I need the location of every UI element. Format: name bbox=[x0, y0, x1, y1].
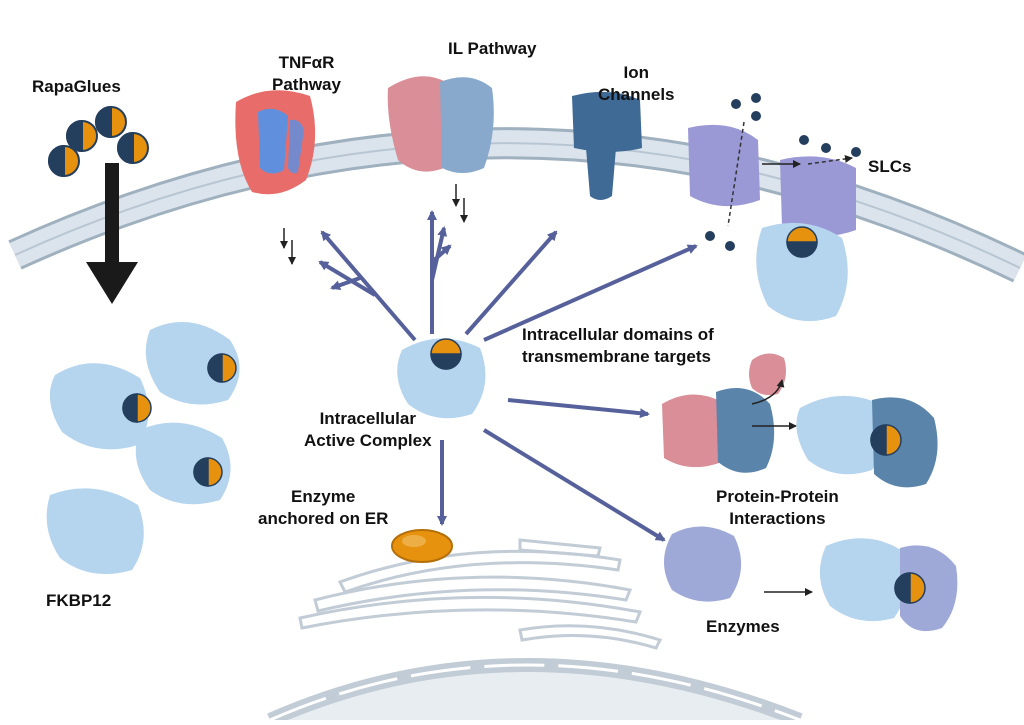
tnfar-receptor bbox=[235, 90, 316, 195]
label-rapaglues: RapaGlues bbox=[32, 77, 121, 96]
rapaglue-molecules bbox=[48, 105, 149, 178]
fkbp12-proteins bbox=[46, 322, 240, 574]
ion-channel bbox=[572, 91, 642, 200]
il-downregulation-arrows bbox=[452, 184, 468, 223]
ppi-fkbp12-complex bbox=[796, 395, 938, 488]
ppi-release-arrow bbox=[751, 379, 785, 405]
cell-membrane bbox=[8, 127, 1024, 283]
label-enzymes: Enzymes bbox=[706, 617, 780, 636]
label-fkbp12: FKBP12 bbox=[46, 591, 112, 610]
enzyme-fkbp12-complex bbox=[819, 538, 958, 632]
detached-domain bbox=[749, 353, 786, 396]
label-slcs: SLCs bbox=[868, 157, 912, 176]
tnfar-downregulation-arrows bbox=[280, 228, 296, 265]
uptake-arrow bbox=[86, 163, 138, 304]
ppi-target-complex bbox=[662, 388, 775, 473]
slc-transporters bbox=[688, 121, 856, 237]
endoplasmic-reticulum bbox=[298, 538, 663, 650]
label-il-pathway: IL Pathway bbox=[448, 39, 537, 58]
slc-fkbp12-complex bbox=[756, 222, 848, 322]
il-receptor bbox=[387, 76, 494, 173]
radiating-arrows bbox=[318, 210, 698, 542]
er-enzyme bbox=[391, 529, 453, 563]
slc-substrate-dots bbox=[705, 93, 861, 251]
nucleus-envelope bbox=[267, 658, 803, 725]
intracellular-active-complex bbox=[397, 338, 486, 419]
enzyme-target bbox=[664, 526, 742, 602]
